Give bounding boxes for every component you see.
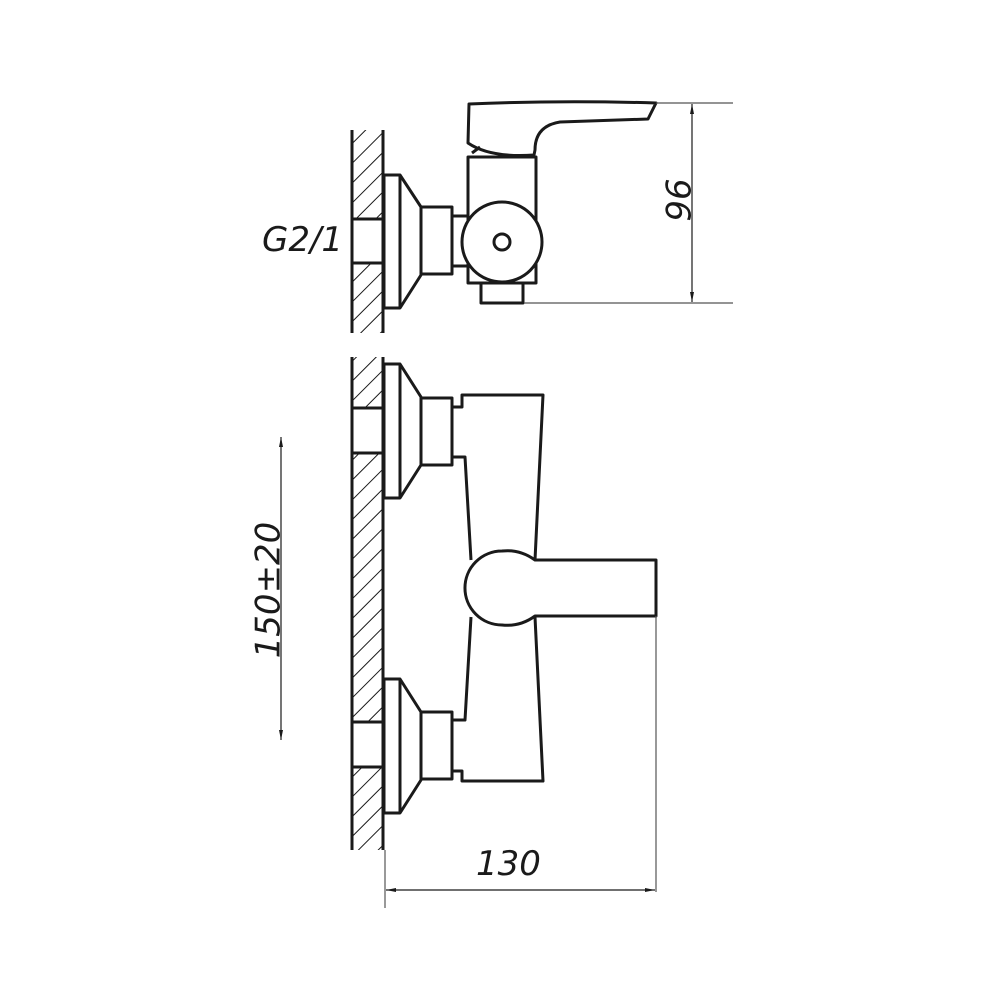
cartridge-circle (460, 200, 544, 284)
upper-flange (382, 362, 423, 500)
lower-nut (419, 710, 454, 781)
lower-flange (382, 677, 423, 815)
cartridge-center (492, 232, 512, 252)
spout (463, 549, 658, 627)
flange (382, 173, 423, 310)
thread-label: G2/1 (262, 220, 344, 260)
outlet (479, 281, 525, 305)
spacing-label: 150±20 (248, 521, 289, 659)
lever-handle (466, 100, 658, 157)
dimensions (279, 102, 733, 908)
front-view (350, 357, 658, 850)
height-label: 96 (659, 178, 700, 222)
nut (419, 205, 454, 276)
wall-section (350, 130, 385, 333)
upper-nut (419, 396, 454, 467)
top-view (350, 100, 658, 333)
projection-label: 130 (476, 844, 541, 884)
mixer-body (452, 393, 545, 783)
wall-section (350, 357, 386, 850)
